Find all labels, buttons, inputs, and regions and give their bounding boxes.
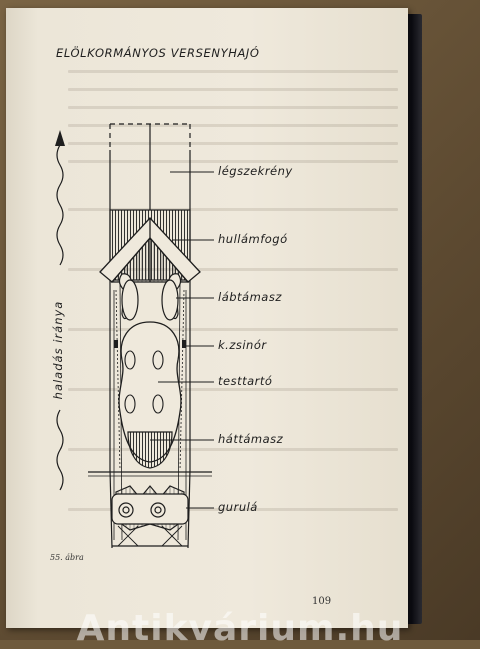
label-hattamasz: háttámasz bbox=[218, 432, 284, 446]
leader-lines bbox=[150, 171, 214, 509]
bleed-through-line bbox=[68, 160, 398, 163]
cord-knots bbox=[114, 340, 186, 348]
stern-bracing bbox=[112, 525, 188, 547]
foot-rests bbox=[118, 273, 182, 321]
bleed-through-line bbox=[68, 70, 398, 73]
hull-right-stern bbox=[187, 469, 191, 549]
wave-breaker bbox=[99, 217, 201, 283]
bleed-through-line bbox=[68, 328, 398, 331]
bleed-through-line bbox=[68, 124, 398, 127]
hull-left-stern bbox=[109, 469, 113, 549]
label-hullamfogo: hullámfogó bbox=[218, 232, 288, 246]
bleed-through-line bbox=[68, 208, 398, 211]
watermark: Antikvárium.hu bbox=[76, 608, 404, 649]
book-page bbox=[6, 8, 408, 628]
bleed-through-line bbox=[68, 388, 398, 391]
bleed-through-line bbox=[68, 142, 398, 145]
figure-caption: 55. ábra bbox=[50, 553, 84, 562]
label-testtarto: testtartó bbox=[218, 374, 273, 388]
bleed-through-line bbox=[68, 268, 398, 271]
direction-arrow bbox=[55, 130, 65, 491]
page-title: ELÖLKORMÁNYOS VERSENYHAJÓ bbox=[56, 46, 260, 60]
direction-label: haladás iránya bbox=[51, 300, 65, 400]
label-kzsinor: k.zsinór bbox=[218, 338, 267, 352]
back-rest bbox=[127, 431, 173, 469]
bleed-through-line bbox=[68, 508, 398, 511]
bleed-through-line bbox=[68, 106, 398, 109]
label-gurulo: gurulá bbox=[218, 500, 258, 514]
bleed-through-line bbox=[68, 448, 398, 451]
bleed-through-line bbox=[68, 88, 398, 91]
page-number: 109 bbox=[312, 596, 332, 607]
label-labtamasz: lábtámasz bbox=[218, 290, 282, 304]
body-holder-holes bbox=[124, 350, 164, 414]
roller-seat bbox=[111, 485, 189, 531]
label-legszekreny: légszekrény bbox=[218, 164, 293, 178]
